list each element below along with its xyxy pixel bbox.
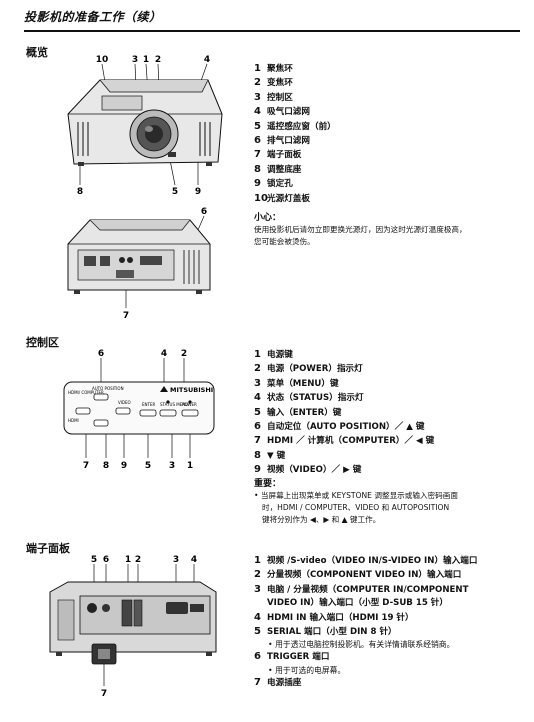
control-panel-illustration: 6 4 2 7 8 9 5 3 1 MITSUBISHI HDMI/ COMPU… xyxy=(63,349,215,471)
callout-1: 1 xyxy=(143,55,149,65)
callout-3: 3 xyxy=(169,461,175,471)
panel-label-video: VIDEO xyxy=(118,400,131,405)
callout-6-rear: 6 xyxy=(201,207,207,217)
callout-8: 8 xyxy=(77,187,83,197)
list-item: 10光源灯盖板 xyxy=(254,192,310,204)
callout-3: 3 xyxy=(132,55,138,65)
callout-8: 8 xyxy=(103,461,109,471)
callout-2: 2 xyxy=(181,349,187,359)
list-item-note: • 用于透过电脑控制投影机。有关详情请联系经销商。 xyxy=(268,640,455,650)
video-in-port xyxy=(121,599,133,627)
terminal-panel-illustration: 5 6 1 2 3 4 7 xyxy=(49,555,217,699)
callout-7-rear: 7 xyxy=(123,311,129,321)
callout-6: 6 xyxy=(103,555,109,565)
callout-2: 2 xyxy=(135,555,141,565)
status-indicator xyxy=(166,400,170,404)
computer-in-port xyxy=(166,602,188,614)
callout-7: 7 xyxy=(83,461,89,471)
caution-title: 小心： xyxy=(254,213,282,223)
callout-10: 10 xyxy=(96,55,109,65)
menu-button[interactable] xyxy=(159,409,177,417)
serial-port xyxy=(87,603,97,613)
enter-button[interactable] xyxy=(139,409,157,417)
callout-4: 4 xyxy=(161,349,167,359)
callout-1: 1 xyxy=(125,555,131,565)
panel-label-hdmi-computer: HDMI/ COMPUTER xyxy=(68,390,104,395)
panel-label-power: POWER xyxy=(182,402,197,407)
down-button[interactable] xyxy=(93,419,109,427)
panel-label-enter: ENTER xyxy=(142,402,155,407)
projector-rear-illustration: 6 7 xyxy=(67,207,211,321)
list-item: VIDEO IN）输入端口（小型 D-SUB 15 针） xyxy=(267,598,448,609)
important-title: 重要： xyxy=(254,479,282,489)
caution-line-1: 使用投影机后请勿立即更换光源灯，因为这时光源灯温度极高， xyxy=(254,225,467,234)
auto-position-button[interactable] xyxy=(93,393,109,401)
callout-5: 5 xyxy=(145,461,151,471)
panel-brand: MITSUBISHI xyxy=(170,386,213,394)
power-indicator xyxy=(188,400,192,404)
callout-3: 3 xyxy=(173,555,179,565)
callout-6: 6 xyxy=(98,349,104,359)
callout-7: 7 xyxy=(101,689,107,699)
important-line-3: 键将分别作为 ◀、▶ 和 ▲ 键工作。 xyxy=(262,515,381,524)
trigger-port xyxy=(102,604,110,612)
callout-4: 4 xyxy=(191,555,197,565)
callout-1: 1 xyxy=(187,461,193,471)
callout-2: 2 xyxy=(155,55,161,65)
video-button[interactable] xyxy=(115,407,131,415)
hdmi-in-port xyxy=(190,604,204,612)
callout-9: 9 xyxy=(195,187,201,197)
component-video-port xyxy=(133,599,143,627)
power-button[interactable] xyxy=(181,409,199,417)
projector-front-illustration: 10 3 1 2 4 8 5 9 xyxy=(67,55,223,197)
terminal-title: 端子面板 xyxy=(26,542,70,555)
list-item: 8▼ 键 xyxy=(254,449,286,461)
page-title: 投影机的准备工作（续） xyxy=(24,10,162,24)
panel-label-auto-position: AUTO POSITION xyxy=(92,386,124,391)
control-title: 控制区 xyxy=(26,336,59,349)
list-item-note: • 用于可选的电屏幕。 xyxy=(268,665,346,675)
callout-9: 9 xyxy=(121,461,127,471)
callout-5: 5 xyxy=(91,555,97,565)
hdmi-computer-button[interactable] xyxy=(75,407,91,415)
callout-5: 5 xyxy=(172,187,178,197)
important-line-2: 时，HDMI / COMPUTER、VIDEO 和 AUTOPOSITION xyxy=(262,503,450,512)
header-rule xyxy=(24,30,520,32)
callout-4: 4 xyxy=(204,55,210,65)
panel-label-hdmi: HDMI xyxy=(68,418,79,423)
panel-label-status-menu: STATUS MENU xyxy=(160,402,188,407)
overview-title: 概览 xyxy=(26,46,48,59)
important-line-1: • 当屏幕上出现菜单或 KEYSTONE 调整显示或输入密码画面 xyxy=(254,491,458,500)
caution-line-2: 您可能会被烫伤。 xyxy=(254,237,315,246)
